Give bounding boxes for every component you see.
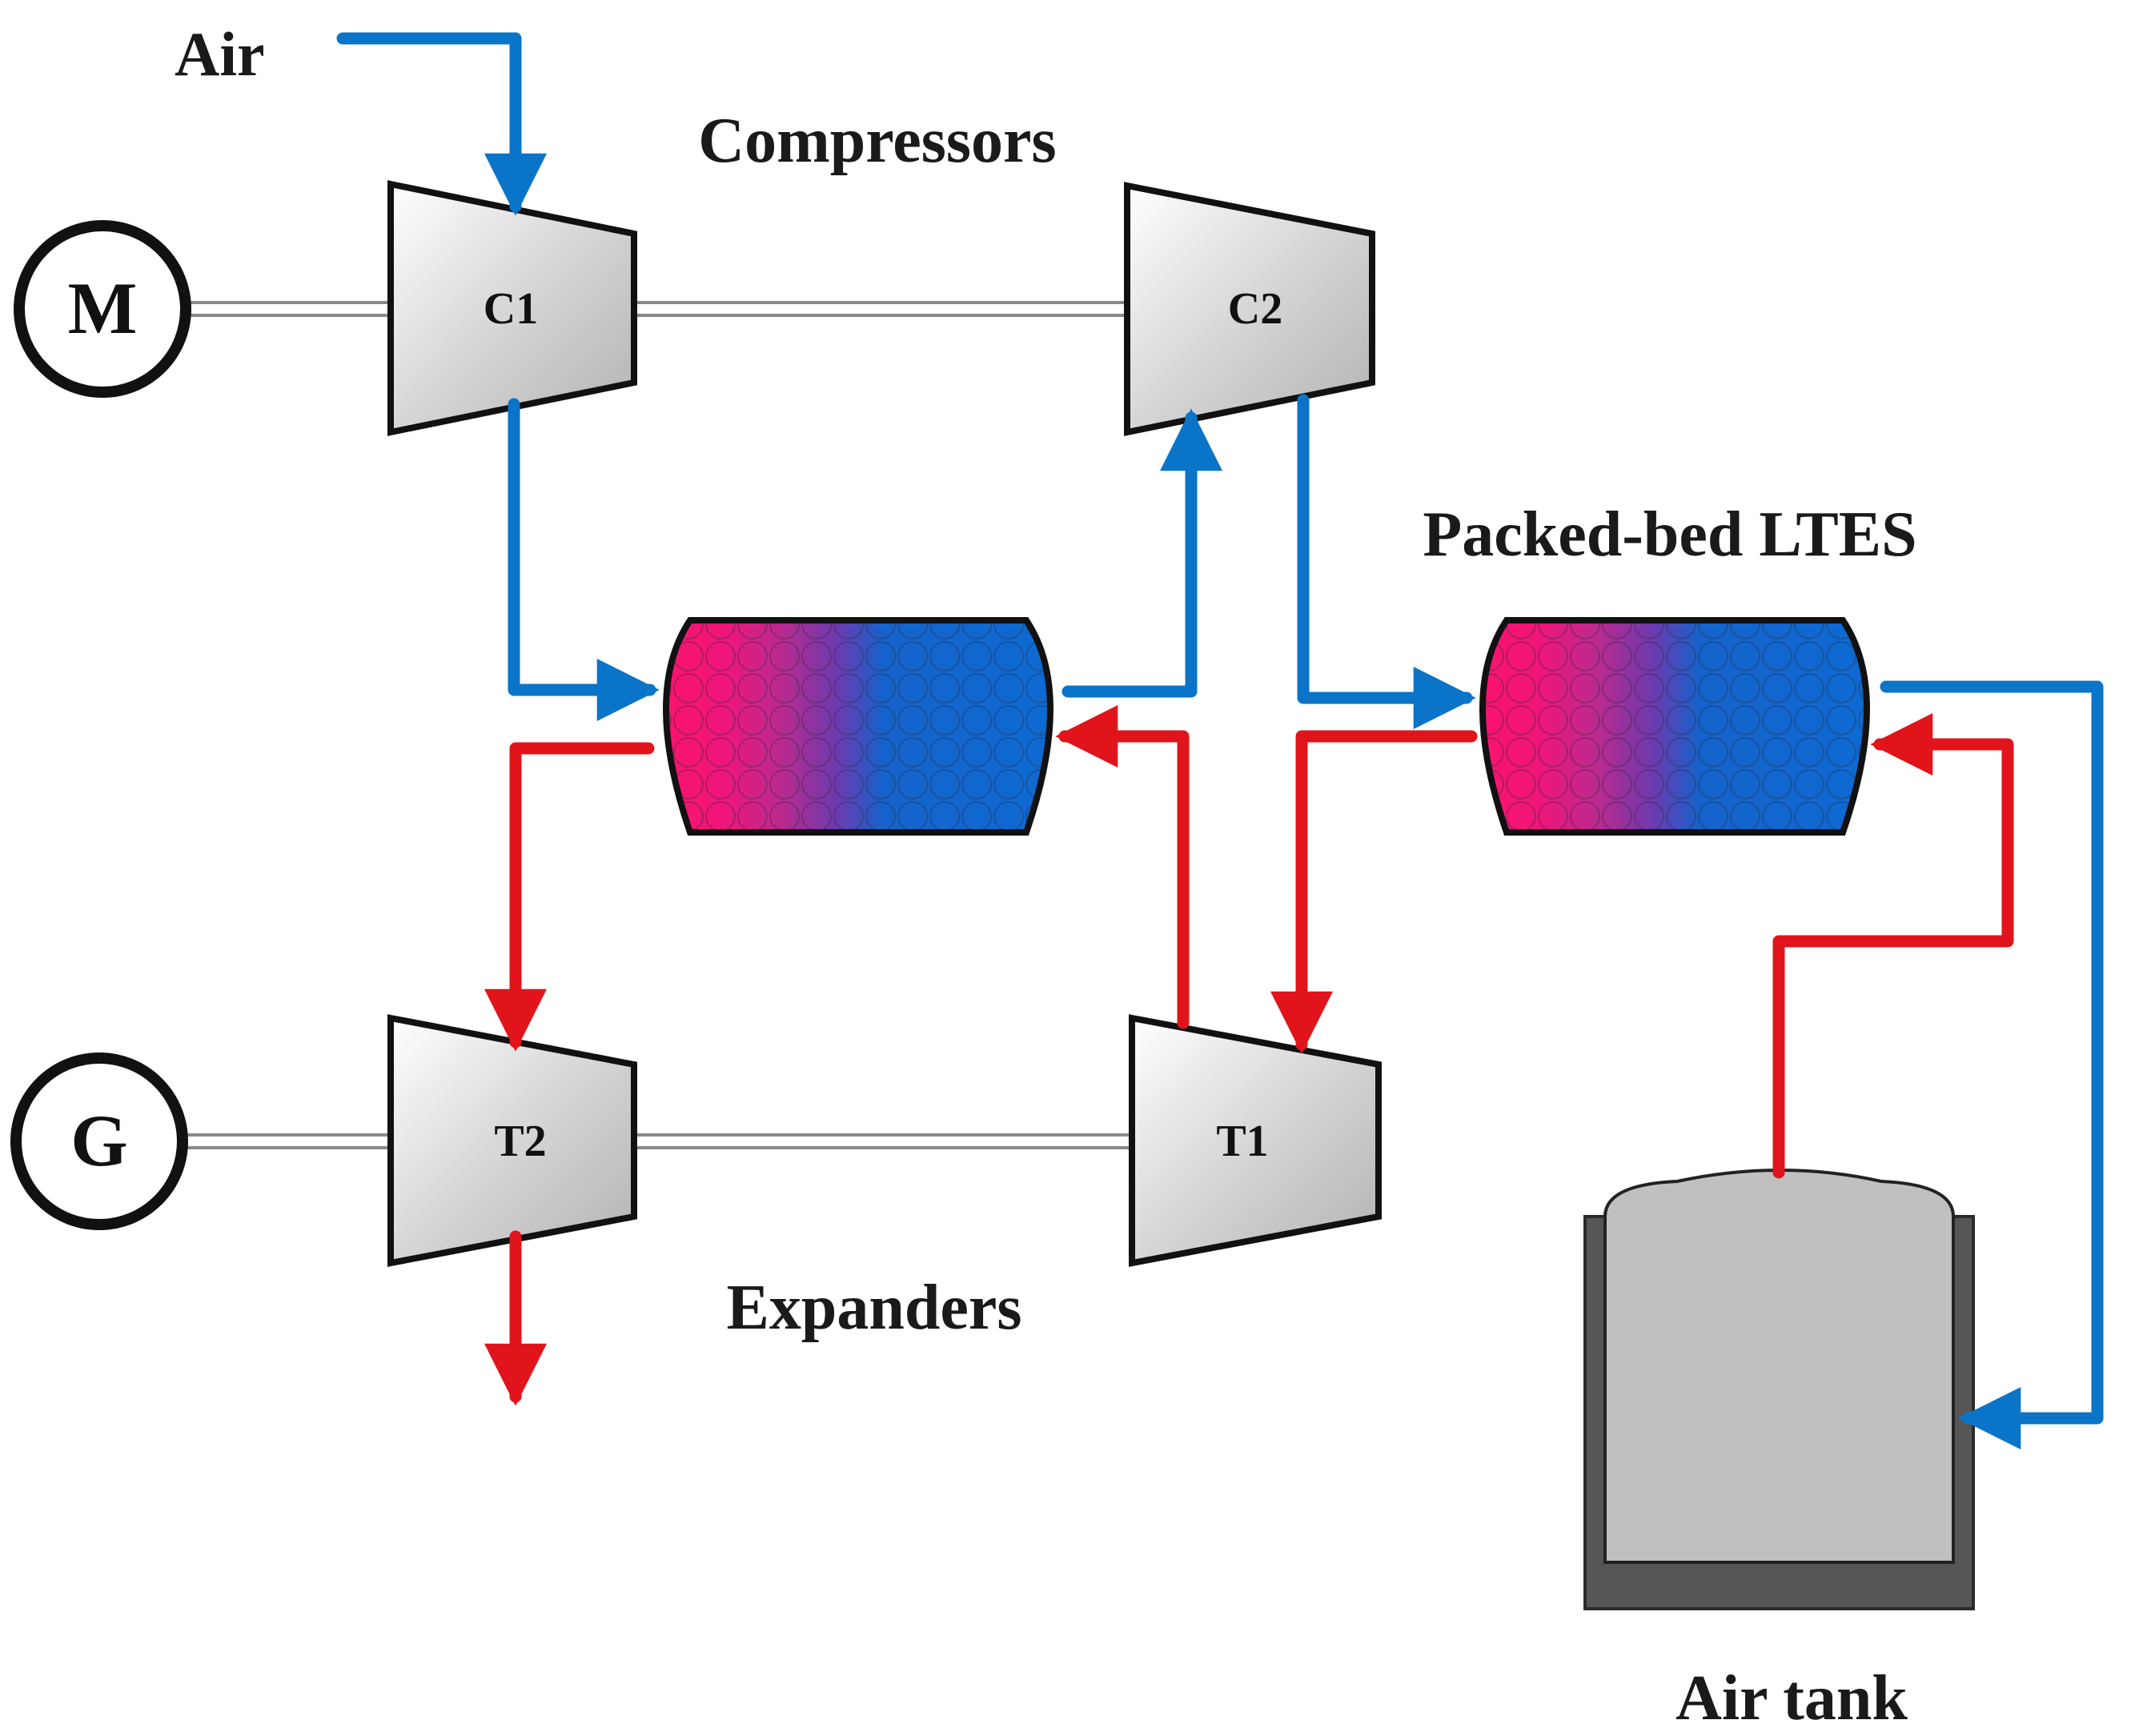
air-inlet-label: Air (175, 19, 265, 89)
expander-t1-label: T1 (1216, 1117, 1268, 1166)
flow-bed1-to-c2 (1061, 408, 1222, 698)
flow-air-tank-to-bed2 (1772, 713, 2014, 1179)
flow-bed2-to-air-tank (1880, 680, 2104, 1449)
expander-t1: T1 (1129, 1014, 1382, 1267)
packed-bed-label: Packed-bed LTES (1423, 499, 1916, 570)
hot-flow-lines (484, 705, 2014, 1406)
compressor-c1-label: C1 (484, 284, 538, 334)
compressor-c1: C1 (387, 180, 637, 436)
generator-label: G (70, 1100, 128, 1181)
motor: M (14, 220, 191, 398)
expanders-label: Expanders (727, 1273, 1022, 1343)
shaft-t2-t1 (632, 1133, 1142, 1149)
flow-bed2-to-t1 (1270, 730, 1478, 1054)
flow-c2-to-bed2 (1297, 394, 1476, 729)
air-tank (1583, 1169, 1975, 1610)
shaft-g-t2 (181, 1133, 397, 1149)
cold-flow-lines (336, 32, 2104, 1449)
expander-t2: T2 (387, 1014, 637, 1267)
flow-c1-to-bed1 (508, 398, 660, 721)
packed-bed-2 (1479, 617, 1870, 836)
compressor-c2: C2 (1124, 182, 1375, 436)
expander-t2-label: T2 (494, 1117, 546, 1166)
motor-label: M (68, 267, 138, 349)
compressor-c2-label: C2 (1228, 284, 1282, 334)
air-tank-label: Air tank (1676, 1663, 1908, 1734)
flow-bed1-to-t2 (484, 742, 655, 1052)
compressors-label: Compressors (698, 106, 1056, 176)
shaft-m-c1 (184, 301, 397, 317)
shaft-c1-c2 (632, 301, 1134, 317)
flow-t1-to-bed1 (1055, 705, 1190, 1029)
generator: G (10, 1052, 188, 1230)
packed-bed-1 (663, 617, 1053, 836)
flow-air-inlet-to-c1 (336, 32, 547, 216)
